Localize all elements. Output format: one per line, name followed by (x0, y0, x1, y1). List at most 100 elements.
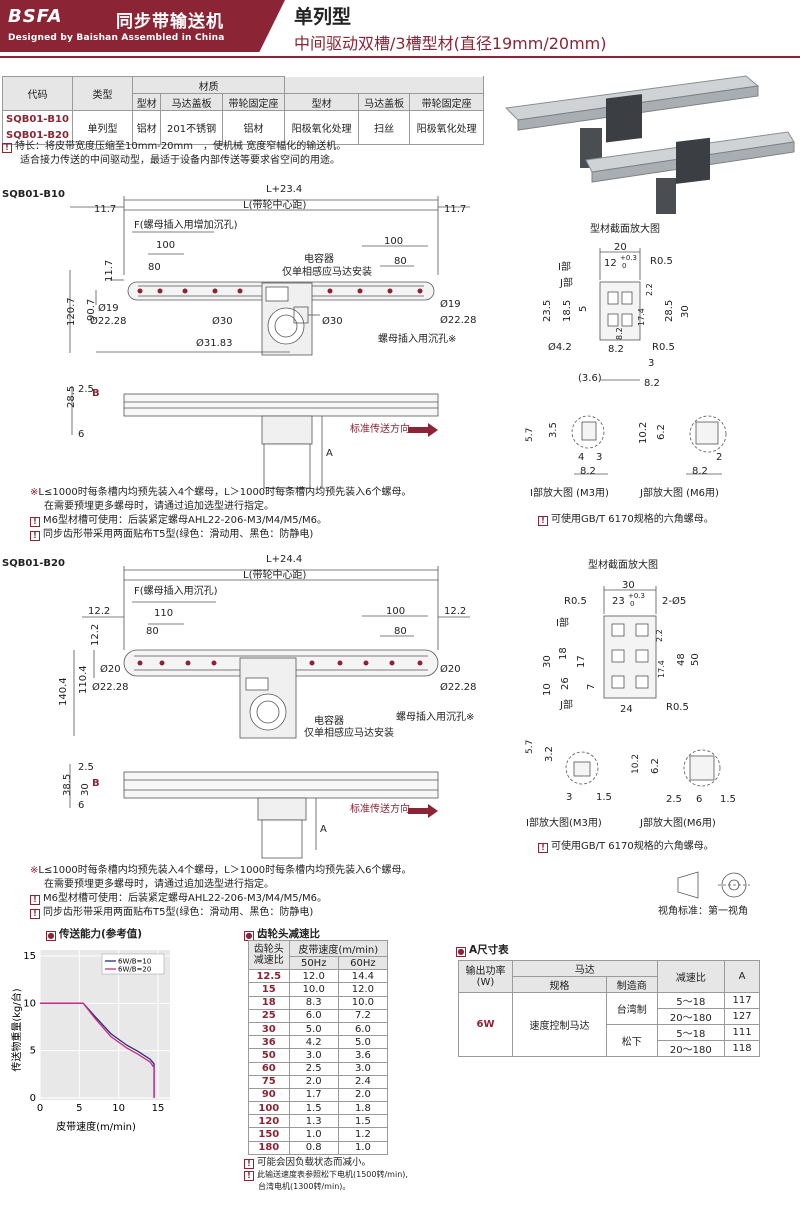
label-direction: 标准传送方向 (350, 422, 410, 435)
arrow-right-icon (408, 804, 438, 818)
section-tol0: 0 (622, 262, 626, 270)
ratio-cell-ratio: 50 (248, 1048, 290, 1063)
arrow-right-icon (408, 423, 438, 437)
ratio-cell-ratio: 150 (248, 1127, 290, 1142)
label-sensor: 仅单相感应马达安装 (282, 265, 372, 278)
dim-d2228-right: Ø22.28 (440, 314, 477, 326)
ratio-cell-50hz: 12.0 (288, 969, 339, 984)
section-j: J部 (559, 698, 573, 711)
dim-h1104: 110.4 (78, 665, 89, 694)
dim-s30: 30 (80, 783, 91, 796)
dim-s285: 28.5 (66, 386, 77, 408)
dim-d2228-left: Ø22.28 (90, 315, 127, 327)
section-j: J部 (559, 276, 573, 289)
bullet-icon: ● (46, 931, 56, 941)
section-h185: 18.5 (562, 300, 573, 322)
ratio-cell-50hz: 3.0 (288, 1048, 339, 1063)
x-tick-label: 5 (76, 1103, 82, 1114)
ratio-cell-60hz: 1.5 (337, 1114, 389, 1129)
section-r05-bottom: R0.5 (652, 342, 675, 353)
dim-d20-left: Ø20 (100, 663, 121, 675)
ratio-cell-50hz: 1.5 (288, 1101, 339, 1116)
ratio-cell-ratio: 12.5 (248, 969, 290, 984)
material-table-cell: 铝材 (131, 110, 162, 145)
material-table-col: 马达盖板 (160, 93, 223, 111)
notice-icon: ! (244, 1171, 254, 1181)
detail-i-3: 3 (566, 792, 572, 803)
b10-note-2: 在需要预埋更多螺母时，请通过追加选型进行指定。 (44, 501, 274, 512)
ratio-header-ratio: 齿轮头减速比 (248, 939, 290, 971)
adim-ratio: 5～18 (656, 992, 726, 1009)
feature-note: !特长：将皮带宽度压缩至10mm-20mm ，使机械 宽度窄幅化的输送机。 适合… (2, 140, 346, 168)
detail-i-35: 3.5 (548, 422, 559, 438)
brand-banner: BSFA 同步带输送机 Designed by Baishan Assemble… (0, 0, 285, 52)
legend-box (101, 953, 165, 975)
material-table-cell: 阳极氧化处理 (409, 110, 484, 145)
detail-j-82: 8.2 (692, 466, 708, 477)
notice-icon: ! (2, 143, 12, 153)
x-tick-label: 10 (112, 1103, 125, 1114)
section-h7: 7 (586, 684, 597, 690)
label-capacitor: 电容器 (314, 714, 344, 727)
dim-100a: 100 (156, 240, 175, 251)
code-b20: SQB01-B20 (6, 129, 69, 141)
section-r05-top: R0.5 (650, 256, 673, 267)
bullet-icon: ● (456, 947, 466, 957)
dim-s25: 2.5 (78, 384, 94, 395)
material-table-col: 型材 (284, 93, 360, 111)
ratio-cell-50hz: 2.5 (288, 1061, 339, 1076)
ratio-cell-ratio: 180 (248, 1140, 290, 1155)
ratio-note-1: !可能会因负载状态而减小。 (244, 1156, 408, 1169)
material-table-col: 马达盖板 (358, 93, 411, 111)
dim-h1404: 140.4 (58, 677, 69, 706)
dim-100b: 100 (384, 236, 403, 247)
ratio-cell-50hz: 1.7 (288, 1087, 339, 1103)
ratio-cell-ratio: 25 (248, 1008, 290, 1023)
material-table-cell: 扫丝 (358, 110, 411, 145)
ratio-cell-60hz: 12.0 (337, 982, 389, 997)
dim-h122: 12.2 (90, 624, 101, 646)
ratio-cell-60hz: 7.2 (337, 1008, 389, 1023)
detail-j-2: 2 (716, 452, 722, 463)
b10-note-3: !M6型材槽可使用：后装紧定螺母AHL22-206-M3/M4/M5/M6。 (30, 514, 412, 528)
b20-note-2: 在需要预埋更多螺母时，请通过追加选型进行指定。 (44, 879, 274, 890)
adim-table: 输出功率(W) 马达 减速比 A 规格 制造商 6W 速度控制马达 台湾制 5～… (458, 960, 760, 1057)
dim-total: L+24.4 (266, 554, 302, 565)
ratio-cell-50hz: 10.0 (288, 982, 339, 997)
ratio-note-2: !此输送速度表参照松下电机(1500转/min), (244, 1169, 408, 1181)
adim-header-ratio: 减速比 (656, 960, 726, 993)
brand-title: 同步带输送机 (116, 12, 224, 32)
projection-symbol (677, 871, 750, 899)
notice-icon: ! (30, 517, 40, 527)
label-sensor: 仅单相感应马达安装 (304, 726, 394, 739)
feature-line-1: !特长：将皮带宽度压缩至10mm-20mm ，使机械 宽度窄幅化的输送机。 (2, 140, 346, 154)
section-tol: +0.3 (620, 254, 637, 262)
b20-note-3: !M6型材槽可使用：后装紧定螺母AHL22-206-M3/M4/M5/M6。 (30, 892, 412, 906)
section-tol0: 0 (630, 600, 634, 608)
notice-icon: ! (538, 843, 548, 853)
ratio-cell-50hz: 8.3 (288, 995, 339, 1010)
adim-a: 127 (724, 1008, 760, 1025)
adim-power: 6W (458, 992, 513, 1057)
dim-80b: 80 (394, 256, 407, 267)
b10-front-view: L+23.4 L(带轮中心距) 11.7 11.7 F(螺母插入用增加沉孔) 1… (66, 184, 477, 489)
label-direction: 标准传送方向 (350, 802, 410, 815)
ratio-cell-ratio: 75 (248, 1074, 290, 1089)
dim-d20-right: Ø20 (440, 663, 461, 675)
section-w23: 23 (612, 596, 625, 607)
adim-a: 117 (724, 992, 760, 1009)
dim-d2228-left: Ø22.28 (92, 681, 129, 693)
dim-b: B (92, 388, 100, 399)
ratio-cell-60hz: 2.0 (337, 1087, 389, 1103)
material-table-header-material: 材质 (131, 76, 286, 94)
b10-section-view: 型材截面放大图 20 12 +0.3 0 R0.5 R0.5 I部 J部 23.… (542, 222, 691, 389)
dim-d3183: Ø31.83 (196, 337, 233, 349)
detail-j-62: 6.2 (650, 758, 661, 774)
b10-detail-view: 5.7 3.5 4 3 8.2 10.2 6.2 2 8.2 I部放大图 (M3… (525, 415, 727, 499)
section-h30: 30 (680, 305, 691, 318)
